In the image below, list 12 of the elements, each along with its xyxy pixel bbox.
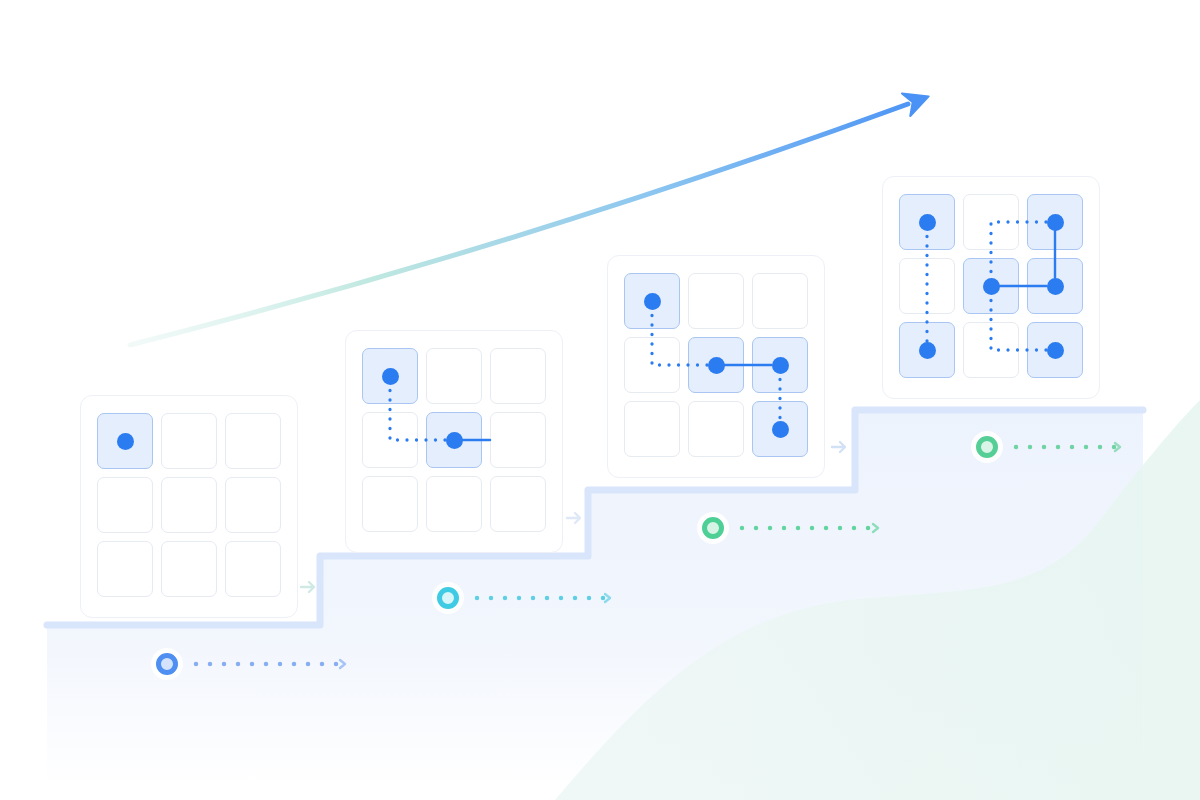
grid-card: [607, 255, 825, 478]
ring-marker: [971, 431, 1003, 463]
grid-card: [345, 330, 563, 553]
connector-line: [1053, 229, 1057, 279]
connector-line: [998, 284, 1048, 288]
connector-line: [723, 363, 773, 367]
ring-marker: [151, 648, 183, 680]
ring-marker: [432, 582, 464, 614]
ring-marker: [697, 512, 729, 544]
grid-card: [882, 176, 1100, 399]
grid-card: [80, 395, 298, 618]
connector-line: [461, 438, 492, 442]
